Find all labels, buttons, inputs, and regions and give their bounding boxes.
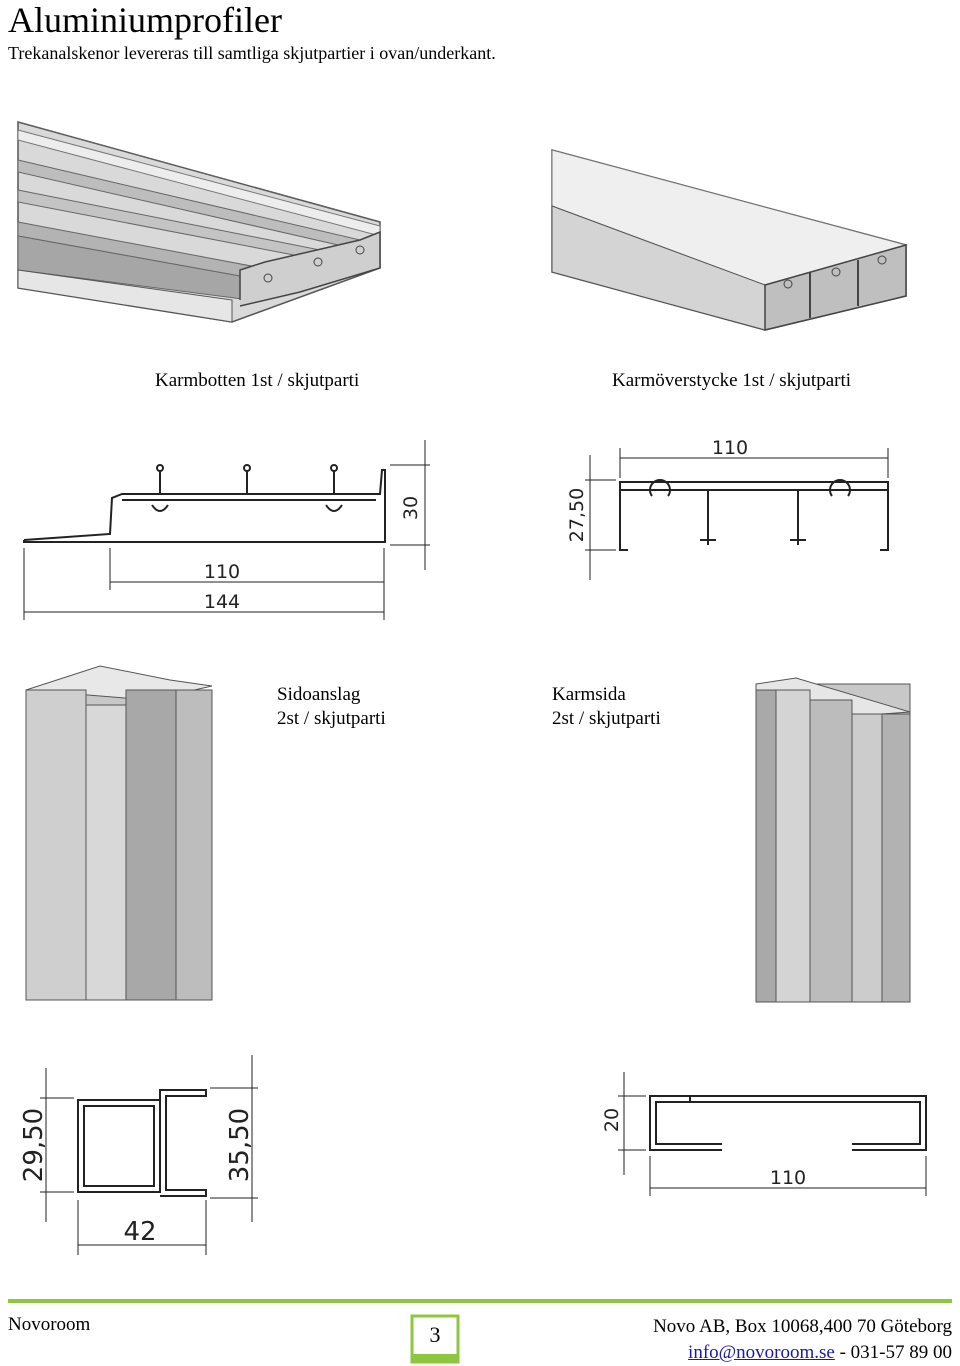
footer-contact: Novo AB, Box 10068,400 70 Göteborg info@… bbox=[653, 1314, 952, 1366]
sidoanslag-caption-line1: Sidoanslag bbox=[277, 684, 361, 705]
footer-company: Novoroom bbox=[8, 1314, 91, 1335]
footer-phone: - 031-57 89 00 bbox=[834, 1342, 952, 1363]
dim-karmoverstycke-width-110: 110 bbox=[712, 437, 748, 459]
dim-karmbotten-width-110: 110 bbox=[204, 561, 240, 583]
karmoverstycke-caption: Karmöverstycke 1st / skjutparti bbox=[612, 370, 852, 391]
dim-karmbotten-width-144: 144 bbox=[204, 591, 240, 613]
dim-karmoverstycke-height: 27,50 bbox=[566, 488, 588, 542]
sidoanslag-caption-line2: 2st / skjutparti bbox=[277, 708, 386, 729]
dim-karmsida-width-110: 110 bbox=[770, 1167, 806, 1189]
dim-sidoanslag-width-42: 42 bbox=[123, 1217, 156, 1247]
page-subtitle: Trekanalskenor levereras till samtliga s… bbox=[8, 43, 496, 63]
footer-email-link[interactable]: info@novoroom.se bbox=[688, 1342, 835, 1363]
page-number: 3 bbox=[429, 1322, 441, 1347]
dim-karmbotten-height-30: 30 bbox=[400, 496, 422, 520]
page-title: Aluminiumprofiler bbox=[8, 0, 282, 40]
karmbotten-caption: Karmbotten 1st / skjutparti bbox=[155, 370, 360, 391]
dim-karmsida-height-20: 20 bbox=[601, 1108, 623, 1132]
karmsida-caption-line1: Karmsida bbox=[552, 684, 626, 705]
dim-sidoanslag-height-29: 29,50 bbox=[19, 1108, 49, 1182]
karmsida-caption-line2: 2st / skjutparti bbox=[552, 708, 661, 729]
footer-address: Novo AB, Box 10068,400 70 Göteborg bbox=[653, 1316, 952, 1337]
dim-sidoanslag-height-35: 35,50 bbox=[225, 1108, 255, 1182]
